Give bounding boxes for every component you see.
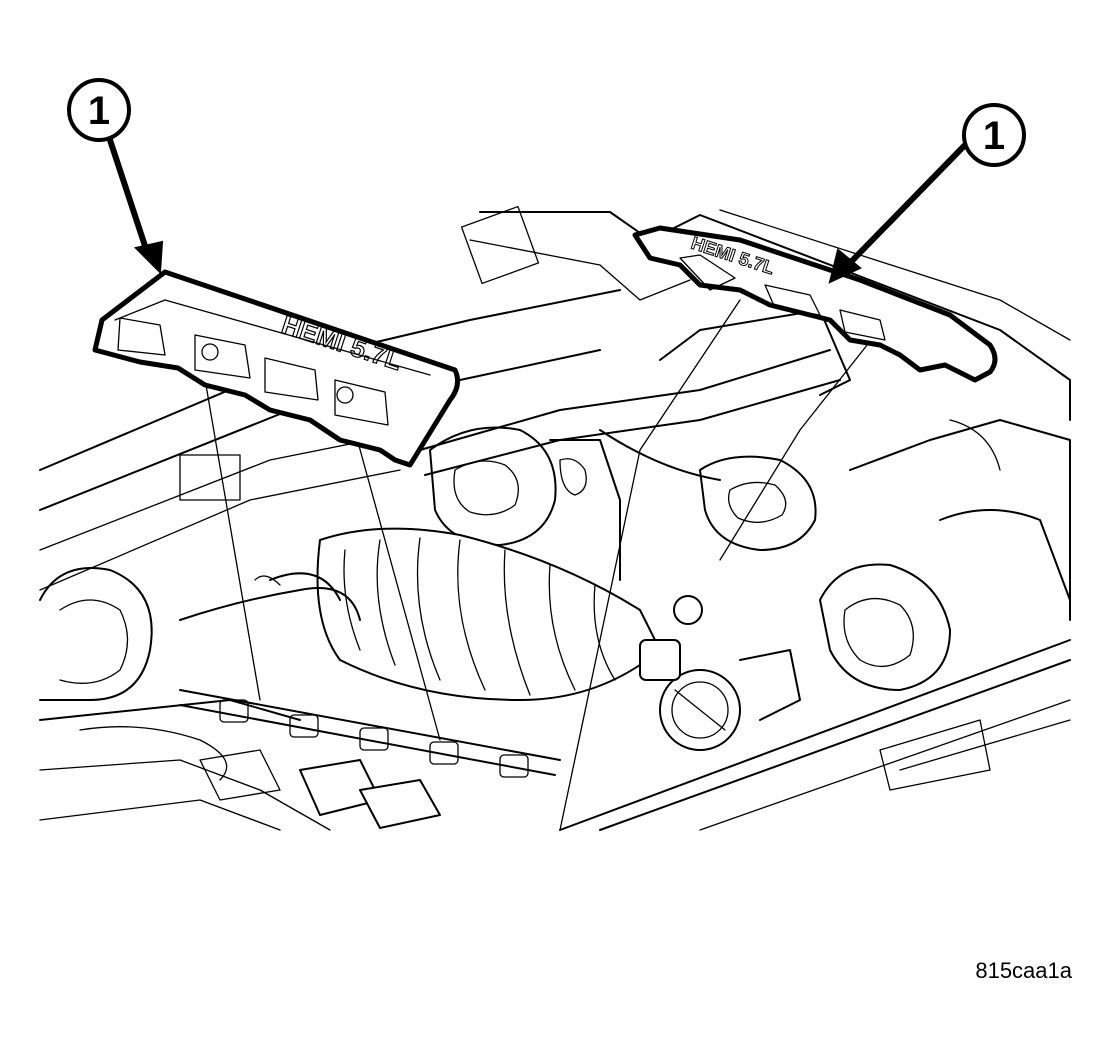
- callout-right: 1: [962, 103, 1026, 167]
- callout-label-right: 1: [983, 114, 1005, 158]
- callout-left: 1: [67, 78, 131, 142]
- engine-cover-right: HEMI 5.7L: [632, 225, 998, 383]
- callout-label-left: 1: [88, 89, 110, 133]
- leader-arrow-right: [828, 142, 968, 284]
- engine-cover-left: HEMI 5.7L: [92, 269, 461, 468]
- engine-compartment: [39, 205, 1071, 831]
- callout-circle-icon: [67, 78, 131, 142]
- figure-code: 815caa1a: [975, 958, 1072, 983]
- callout-circle-icon: [962, 103, 1026, 167]
- leader-arrow-left: [107, 137, 164, 275]
